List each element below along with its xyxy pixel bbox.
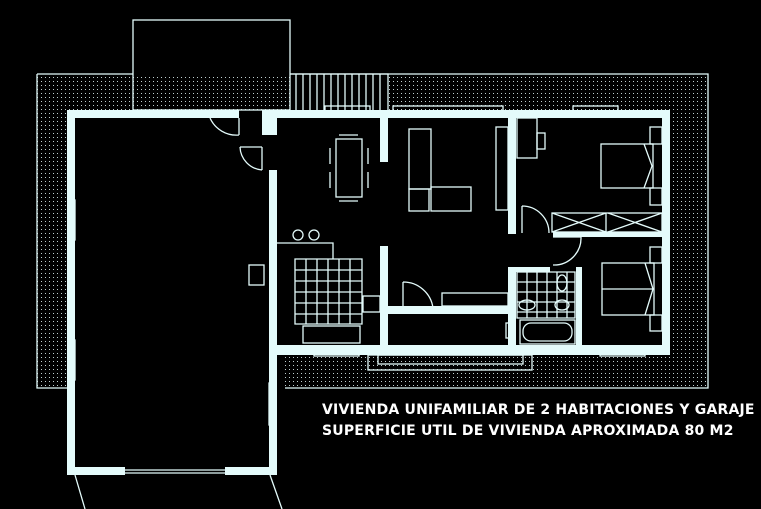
terrace-hatch: [36, 73, 709, 389]
drawing-subtitle: SUPERFICIE UTIL DE VIVIENDA APROXIMADA 8…: [322, 423, 734, 439]
garage-details: [68, 117, 283, 509]
stairs: [290, 73, 389, 110]
drawing-title: VIVIENDA UNIFAMILIAR DE 2 HABITACIONES Y…: [322, 402, 755, 418]
house-details: [277, 105, 663, 371]
garage-walls: [67, 110, 277, 475]
